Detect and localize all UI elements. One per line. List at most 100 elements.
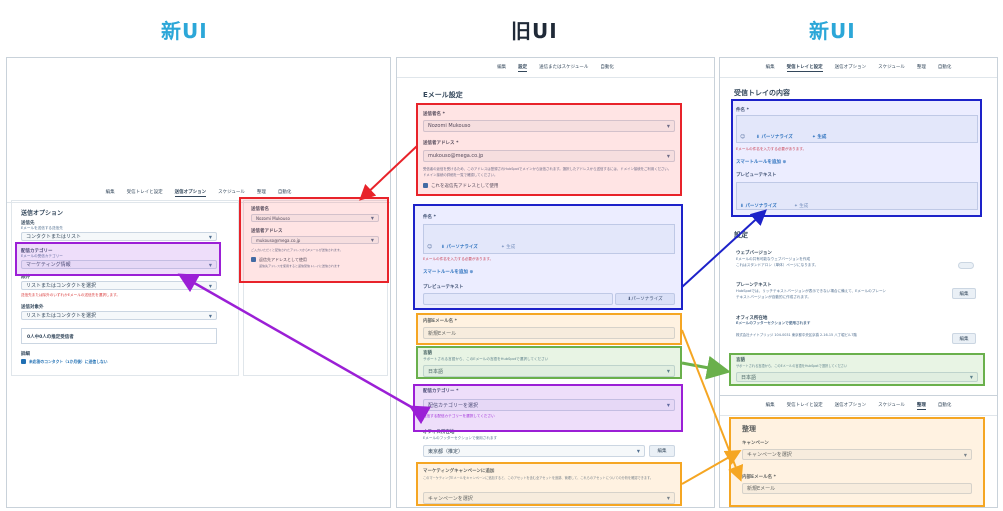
organize-internal-name-label: 内部Eメール名 * [742, 475, 776, 480]
tab-inbox-settings[interactable]: 受信トレイと設定 [126, 190, 163, 195]
chevron-down-icon: ▼ [208, 234, 212, 239]
right-web-version-help-2: これはスタンドアロン（単体）ページになります。 [736, 263, 819, 267]
left-recipient-value: コンタクトまたはリスト [26, 234, 82, 240]
middle-generate-button[interactable]: ✦ 生成 [501, 245, 516, 250]
middle-preview-personalize-button[interactable]: ⬇ パーソナライズ [615, 293, 675, 305]
chevron-down-icon: ▼ [370, 215, 374, 221]
left-from-address-label: 送信者アドレス [251, 229, 283, 234]
tab-send-options[interactable]: 送信オプション [174, 189, 207, 197]
tab-schedule[interactable]: スケジュール [878, 403, 905, 408]
tab-automation[interactable]: 自動化 [937, 403, 952, 408]
organize-campaign-label: キャンペーン [742, 441, 769, 446]
middle-from-name-select[interactable]: Nozomi Mukouso▼ [423, 120, 675, 132]
middle-reply-checkbox[interactable] [423, 183, 428, 188]
left-from-help: ご入力いただくと配信されたアドレスからEメールが送信されます。 [251, 248, 343, 252]
tab-settings[interactable]: 設定 [518, 64, 528, 72]
left-unengaged-checkbox[interactable] [21, 359, 26, 364]
right-subject-input[interactable] [736, 115, 978, 143]
left-reply-label: 返信先アドレスとして使用 [259, 257, 307, 262]
right-personalize-label: パーソナライズ [761, 135, 793, 140]
chevron-down-icon: ▼ [963, 452, 967, 457]
middle-from-help-1: 受信者の返信を受けるため、このアドレスは登録されHubSpotでメインから返信さ… [423, 167, 672, 171]
middle-internal-name-input[interactable]: 新規Eメール [423, 327, 675, 339]
middle-language-label: 言語 [423, 351, 432, 356]
middle-from-address-select[interactable]: mukouso@mega.co.jp▼ [423, 150, 675, 162]
left-exclude-select[interactable]: リストまたはコンタクトを選択▼ [21, 281, 217, 290]
organize-campaign-select[interactable]: キャンペーンを選択▼ [742, 449, 972, 460]
right-plain-text-edit-button[interactable]: 編集 [952, 288, 976, 299]
left-exclude-label: 除外 [21, 275, 30, 280]
middle-language-help: サポートされる言語から、このEメールの言語をHubSpotで選択してください [423, 357, 549, 361]
right-panel-organize: 編集 受信トレイと設定 送信オプション スケジュール 整理 自動化 整理 キャン… [719, 395, 998, 508]
tab-send-schedule[interactable]: 送信またはスケジュール [539, 65, 589, 70]
left-reply-checkbox[interactable] [251, 257, 256, 262]
right-smart-rules-link[interactable]: スマートルールを追加 ⊕ [736, 160, 787, 165]
right-bottom-tabs: 編集 受信トレイと設定 送信オプション スケジュール 整理 自動化 [720, 396, 997, 416]
middle-category-label: 配信カテゴリー * [423, 389, 459, 394]
tab-edit[interactable]: 編集 [497, 65, 507, 70]
middle-language-value: 日本語 [428, 368, 444, 375]
middle-campaign-value: キャンペーンを選択 [428, 495, 473, 502]
middle-smart-rules-link[interactable]: スマートルールを追加 ⊕ [423, 270, 474, 275]
organize-internal-name-input[interactable]: 新規Eメール [742, 483, 972, 494]
right-generate-label: 生成 [817, 135, 827, 140]
left-from-address-select[interactable]: mukouso@mega.co.jp▼ [251, 236, 379, 244]
tab-inbox-settings[interactable]: 受信トレイと設定 [786, 403, 823, 408]
tab-schedule[interactable]: スケジュール [218, 190, 245, 195]
left-from-name-select[interactable]: Nozomi Mukouso▼ [251, 214, 379, 222]
right-web-version-toggle[interactable] [958, 262, 974, 269]
tab-edit[interactable]: 編集 [765, 403, 775, 408]
tab-edit[interactable]: 編集 [105, 190, 115, 195]
chevron-down-icon: ▼ [666, 368, 670, 374]
middle-office-edit-button[interactable]: 編集 [649, 445, 675, 457]
middle-category-help: 送信する配信カテゴリーを選択してください [423, 414, 495, 418]
tab-send-options[interactable]: 送信オプション [834, 403, 867, 408]
middle-subject-error: Eメールの件名を入力する必要があります。 [423, 257, 494, 261]
middle-from-name-value: Nozomi Mukouso [428, 123, 471, 129]
right-language-select[interactable]: 日本語▼ [736, 372, 978, 382]
middle-language-select[interactable]: 日本語 ▼ [423, 365, 675, 377]
right-generate-button[interactable]: ✦ 生成 [812, 135, 827, 140]
tab-automation[interactable]: 自動化 [600, 65, 614, 70]
middle-campaign-select[interactable]: キャンペーンを選択▼ [423, 492, 675, 504]
middle-personalize-button[interactable]: ⬇ パーソナライズ [441, 245, 478, 250]
right-subject-label: 件名 * [736, 108, 749, 113]
tab-inbox-settings[interactable]: 受信トレイと設定 [786, 64, 823, 72]
tab-automation[interactable]: 自動化 [937, 65, 952, 70]
middle-office-help: Eメールのフッターセクションで使用されます [423, 436, 498, 440]
left-from-address-value: mukouso@mega.co.jp [256, 237, 301, 243]
left-recipient-select[interactable]: コンタクトまたはリスト ▼ [21, 232, 217, 241]
left-unengaged-text[interactable]: 未応答のコンタクト（1か月後）に送信しない [29, 359, 108, 364]
middle-office-value: 東京都（推定） [428, 448, 464, 455]
middle-office-select[interactable]: 東京都（推定）▼ [423, 445, 645, 457]
tab-automation[interactable]: 自動化 [277, 190, 292, 195]
left-advanced-label: 詳細 [21, 352, 30, 357]
middle-section-title: Eメール設定 [423, 91, 463, 99]
right-office-edit-button[interactable]: 編集 [952, 333, 976, 344]
tab-edit[interactable]: 編集 [765, 65, 775, 70]
left-subscription-select[interactable]: マーケティング情報▼ [21, 260, 217, 269]
organize-internal-name-value: 新規Eメール [747, 486, 776, 492]
middle-category-select[interactable]: 配信カテゴリーを選択▼ [423, 399, 675, 411]
smiley-icon[interactable]: ☺ [427, 244, 433, 250]
middle-from-address-value: mukouso@mega.co.jp [428, 153, 484, 159]
right-preview-personalize-button[interactable]: ⬇ パーソナライズ [740, 204, 777, 209]
tab-organize[interactable]: 整理 [916, 402, 926, 410]
tab-schedule[interactable]: スケジュール [878, 65, 905, 70]
tab-organize[interactable]: 整理 [256, 190, 266, 195]
left-exclude-value: リストまたはコンタクトを選択 [26, 283, 97, 289]
tab-organize[interactable]: 整理 [916, 65, 926, 70]
tab-send-options[interactable]: 送信オプション [834, 65, 867, 70]
right-preview-generate-button[interactable]: ✦ 生成 [794, 204, 809, 209]
right-preview-input[interactable] [736, 182, 978, 210]
smiley-icon[interactable]: ☺ [740, 134, 746, 140]
right-personalize-button[interactable]: ⬇ パーソナライズ [756, 135, 793, 140]
middle-campaign-label: マーケティングキャンペーンに追加 [423, 469, 495, 474]
left-exclude2-select[interactable]: リストまたはコンタクトを選択▼ [21, 311, 217, 320]
middle-from-address-label: 送信者アドレス * [423, 141, 459, 146]
right-preview-generate-label: 生成 [799, 204, 809, 209]
left-section-title: 送信オプション [21, 210, 64, 217]
middle-subject-input[interactable] [423, 224, 675, 254]
middle-subject-label: 件名 * [423, 215, 436, 220]
middle-preview-input[interactable] [423, 293, 613, 305]
